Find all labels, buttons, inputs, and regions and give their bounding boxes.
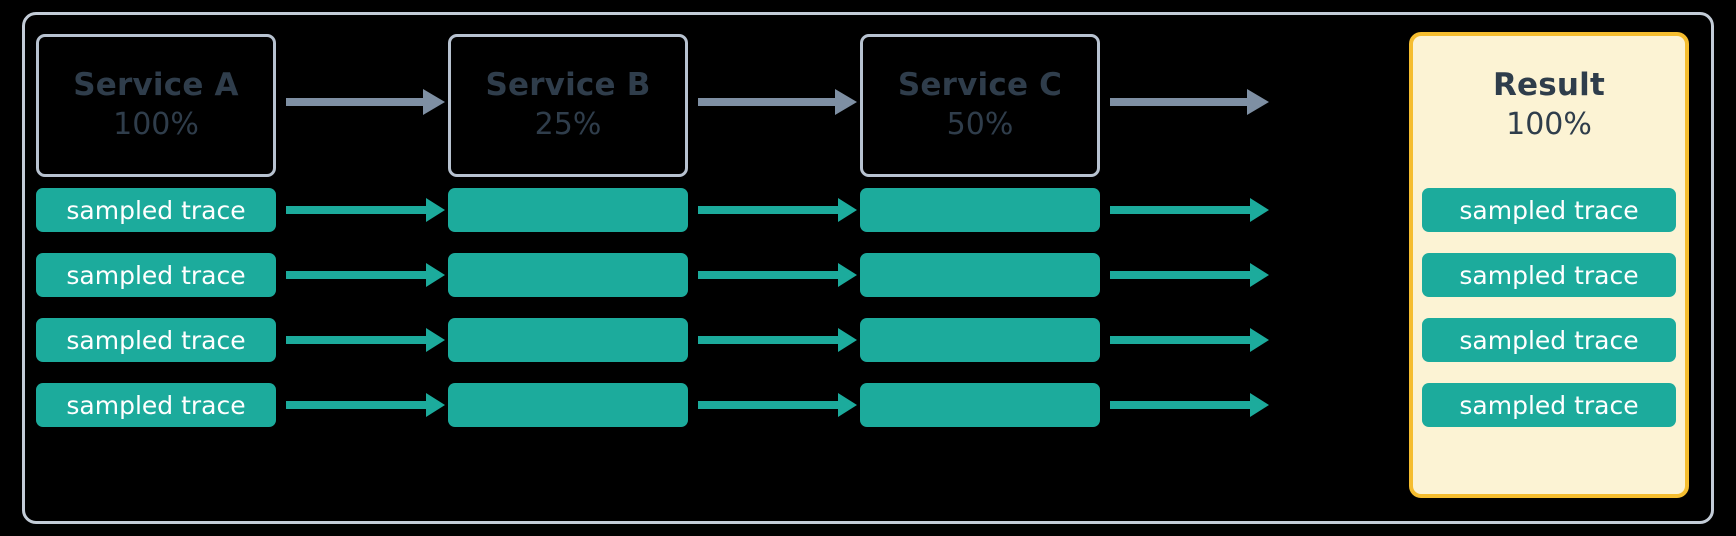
arrow-trace-row-3-c-to-result	[1110, 328, 1269, 352]
arrow-trace-row-3-a-to-b	[286, 328, 445, 352]
service-title: Result	[1492, 67, 1606, 104]
trace-bar-service-b-row-1[interactable]	[448, 188, 688, 232]
arrow-trace-row-1-b-to-c	[698, 198, 857, 222]
arrow-service-b-to-service-c	[698, 89, 857, 115]
trace-bar-service-a-row-1[interactable]: sampled trace	[36, 188, 276, 232]
service-box-result[interactable]: Result 100%	[1422, 34, 1676, 177]
arrow-service-c-to-result	[1110, 89, 1269, 115]
trace-bar-service-b-row-3[interactable]	[448, 318, 688, 362]
trace-bar-service-a-row-4[interactable]: sampled trace	[36, 383, 276, 427]
trace-bar-result-row-4[interactable]: sampled trace	[1422, 383, 1676, 427]
service-percent: 25%	[534, 107, 602, 143]
arrow-service-a-to-service-b	[286, 89, 445, 115]
arrow-trace-row-2-a-to-b	[286, 263, 445, 287]
trace-bar-service-a-row-2[interactable]: sampled trace	[36, 253, 276, 297]
arrow-trace-row-4-a-to-b	[286, 393, 445, 417]
arrow-trace-row-4-c-to-result	[1110, 393, 1269, 417]
service-title: Service A	[73, 67, 239, 104]
diagram-outer-frame	[22, 12, 1714, 524]
trace-bar-service-b-row-4[interactable]	[448, 383, 688, 427]
trace-bar-service-b-row-2[interactable]	[448, 253, 688, 297]
arrow-trace-row-1-a-to-b	[286, 198, 445, 222]
trace-bar-result-row-1[interactable]: sampled trace	[1422, 188, 1676, 232]
service-box-service-b[interactable]: Service B 25%	[448, 34, 688, 177]
trace-bar-result-row-2[interactable]: sampled trace	[1422, 253, 1676, 297]
service-percent: 100%	[113, 107, 199, 143]
service-percent: 100%	[1506, 107, 1592, 143]
arrow-trace-row-1-c-to-result	[1110, 198, 1269, 222]
service-percent: 50%	[946, 107, 1014, 143]
service-title: Service B	[485, 67, 651, 104]
trace-bar-service-c-row-3[interactable]	[860, 318, 1100, 362]
trace-bar-service-c-row-4[interactable]	[860, 383, 1100, 427]
service-box-service-a[interactable]: Service A 100%	[36, 34, 276, 177]
trace-bar-service-c-row-2[interactable]	[860, 253, 1100, 297]
trace-bar-service-c-row-1[interactable]	[860, 188, 1100, 232]
trace-bar-result-row-3[interactable]: sampled trace	[1422, 318, 1676, 362]
trace-bar-service-a-row-3[interactable]: sampled trace	[36, 318, 276, 362]
service-title: Service C	[897, 67, 1063, 104]
arrow-trace-row-4-b-to-c	[698, 393, 857, 417]
arrow-trace-row-2-c-to-result	[1110, 263, 1269, 287]
arrow-trace-row-3-b-to-c	[698, 328, 857, 352]
service-box-service-c[interactable]: Service C 50%	[860, 34, 1100, 177]
arrow-trace-row-2-b-to-c	[698, 263, 857, 287]
